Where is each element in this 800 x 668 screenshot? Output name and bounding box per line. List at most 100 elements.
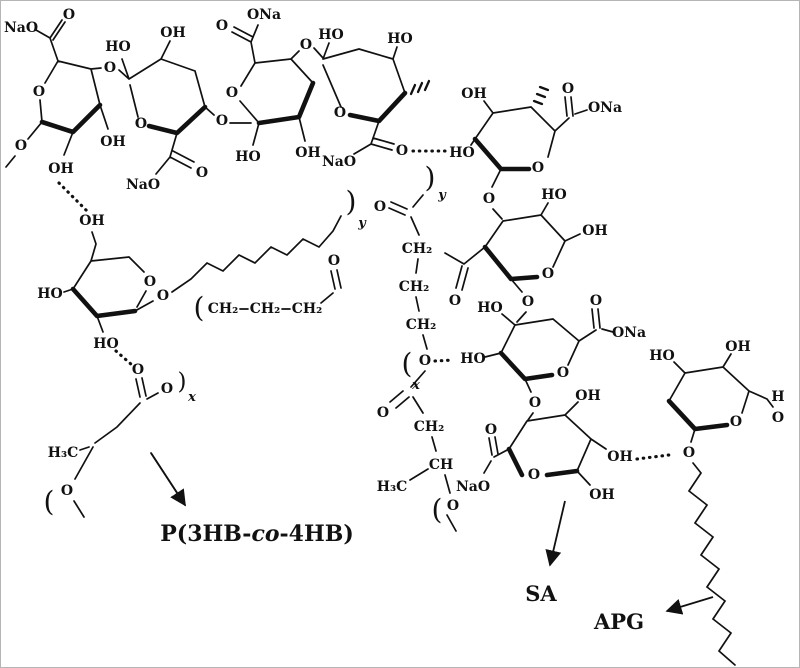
carbonyl-oxygen-label: O	[590, 293, 602, 309]
hydroxyl-label: OH	[295, 145, 320, 161]
hydroxyl-label: HO	[541, 187, 566, 203]
methylene-label: CH₂	[399, 279, 430, 295]
hydroxyl-label: OH	[725, 339, 750, 355]
glycosidic-oxygen-label: O	[15, 138, 27, 154]
sa-chain-right: O OH HO O ONa O O HO OH O O O HO HO O ON…	[444, 81, 646, 503]
methine-label: CH	[429, 457, 453, 473]
ring-oxygen-label: O	[334, 105, 346, 121]
anomeric-oxygen-label: O	[157, 288, 169, 304]
sa-label-arrow	[545, 500, 566, 567]
ring-front-bonds	[472, 136, 580, 478]
carbonyl-oxygen-label: O	[485, 422, 497, 438]
ring-oxygen-label: O	[528, 467, 540, 483]
methylene-label: CH₂	[414, 419, 445, 435]
hydroxyl-label: OH	[48, 161, 73, 177]
bonds	[63, 231, 154, 333]
hydroxyl-label: OH	[589, 487, 614, 503]
hydroxyl-label: OH	[79, 213, 104, 229]
sodium-carboxylate-label: ONa	[612, 325, 646, 341]
subscript-x: x	[187, 390, 196, 405]
bonds	[668, 353, 774, 666]
hydroxyl-label: HO	[649, 348, 674, 364]
methylene-label: CH₂	[406, 317, 437, 333]
methylene-label: CH₂	[402, 241, 433, 257]
hydroxyl-label: OH	[607, 449, 632, 465]
bonds	[5, 19, 406, 175]
phb-label-arrow	[150, 452, 186, 507]
hydroxyl-label: HO	[105, 39, 130, 55]
sodium-carboxylate-label: ONa	[588, 100, 622, 116]
backbone-oxygen-label: O	[61, 483, 73, 499]
sodium-carboxylate-label: NaO	[4, 20, 38, 36]
bonds	[73, 215, 342, 518]
ring-oxygen-label: O	[532, 160, 544, 176]
ring-oxygen-label: O	[557, 365, 569, 381]
carbonyl-oxygen-label: O	[63, 7, 75, 23]
methyl-label: H₃C	[48, 445, 79, 461]
carbonyl-oxygen-label: O	[196, 165, 208, 181]
hydroxyl-label: HO	[449, 145, 474, 161]
hydroxyl-label: HO	[93, 336, 118, 352]
sodium-carboxylate-label: NaO	[126, 177, 160, 193]
bracket-close: )	[425, 161, 436, 194]
alginate-chain-top: O O NaO O OH OH O O HO OH O NaO O O O ON…	[4, 7, 431, 193]
ring-oxygen-label: O	[33, 84, 45, 100]
methylene-label: CH₂	[250, 301, 281, 317]
phb-label: P(3HB-co-4HB)	[160, 521, 354, 547]
carbonyl-oxygen-label: O	[216, 18, 228, 34]
backbone-oxygen-label: O	[447, 498, 459, 514]
hydroxyl-label: HO	[318, 27, 343, 43]
hydroxyl-label: HO	[235, 149, 260, 165]
bonds	[444, 96, 614, 486]
hydroxyl-label: HO	[37, 286, 62, 302]
apg-label-arrow	[665, 596, 714, 615]
glycosidic-oxygen-label: O	[216, 113, 228, 129]
bonds	[388, 194, 457, 532]
subscript-y: y	[357, 216, 367, 231]
ring-front-bonds	[39, 80, 408, 136]
carbonyl-oxygen-label: O	[374, 199, 386, 215]
glycosidic-oxygen-label: O	[522, 294, 534, 310]
carbonyl-oxygen-label: O	[449, 293, 461, 309]
carbonyl-oxygen-label: O	[328, 253, 340, 269]
methylene-label: CH₂	[292, 301, 323, 317]
ring-oxygen-label: O	[135, 116, 147, 132]
ring-front-bonds	[70, 286, 138, 319]
glycosidic-oxygen-label: O	[300, 37, 312, 53]
phb-polymer-middle: ) y O CH₂ CH₂ CH₂ O ( x O CH₂ CH H₃C O (	[374, 161, 459, 532]
methyl-label: H₃C	[377, 479, 408, 495]
subscript-x: x	[411, 378, 420, 393]
bracket-open: (	[194, 291, 205, 324]
ring-front-bonds	[666, 398, 730, 432]
glycosidic-oxygen-label: O	[529, 395, 541, 411]
stereo-hash-bonds	[409, 79, 431, 96]
bracket-open: (	[402, 347, 413, 380]
hydrogen-bond-dots	[57, 149, 671, 461]
hydroxyl-label: HO	[387, 31, 412, 47]
ring-oxygen-label: O	[144, 274, 156, 290]
sa-label: SA	[525, 581, 557, 606]
carbonyl-oxygen-label: O	[377, 405, 389, 421]
hydroxyl-label: OH	[160, 25, 185, 41]
carbonyl-oxygen-label: O	[132, 362, 144, 378]
ester-oxygen-label: O	[419, 353, 431, 369]
carbonyl-oxygen-label: O	[396, 143, 408, 159]
bracket-close: )	[178, 369, 187, 395]
apg-molecule: O HO OH H O O	[649, 339, 785, 666]
stereo-hash-bonds	[532, 85, 550, 106]
glycosidic-oxygen-label: O	[483, 191, 495, 207]
annotation-labels: P(3HB-co-4HB) SA APG	[150, 452, 714, 634]
methylene-label: CH₂	[208, 301, 239, 317]
bracket-close: )	[346, 185, 357, 218]
hydroxyl-label: HO	[460, 351, 485, 367]
hydroxyl-label: OH	[100, 134, 125, 150]
hydroxyl-label: OH	[461, 86, 486, 102]
hydroxyl-label: OH	[575, 388, 600, 404]
subscript-y: y	[437, 188, 447, 203]
phb-polymer-left: ( CH₂ CH₂ CH₂ O ) y O O ) x H₃C O (	[44, 185, 368, 518]
glycosidic-oxygen-label: O	[683, 445, 695, 461]
carbonyl-oxygen-label: O	[562, 81, 574, 97]
ring-oxygen-label: O	[730, 414, 742, 430]
